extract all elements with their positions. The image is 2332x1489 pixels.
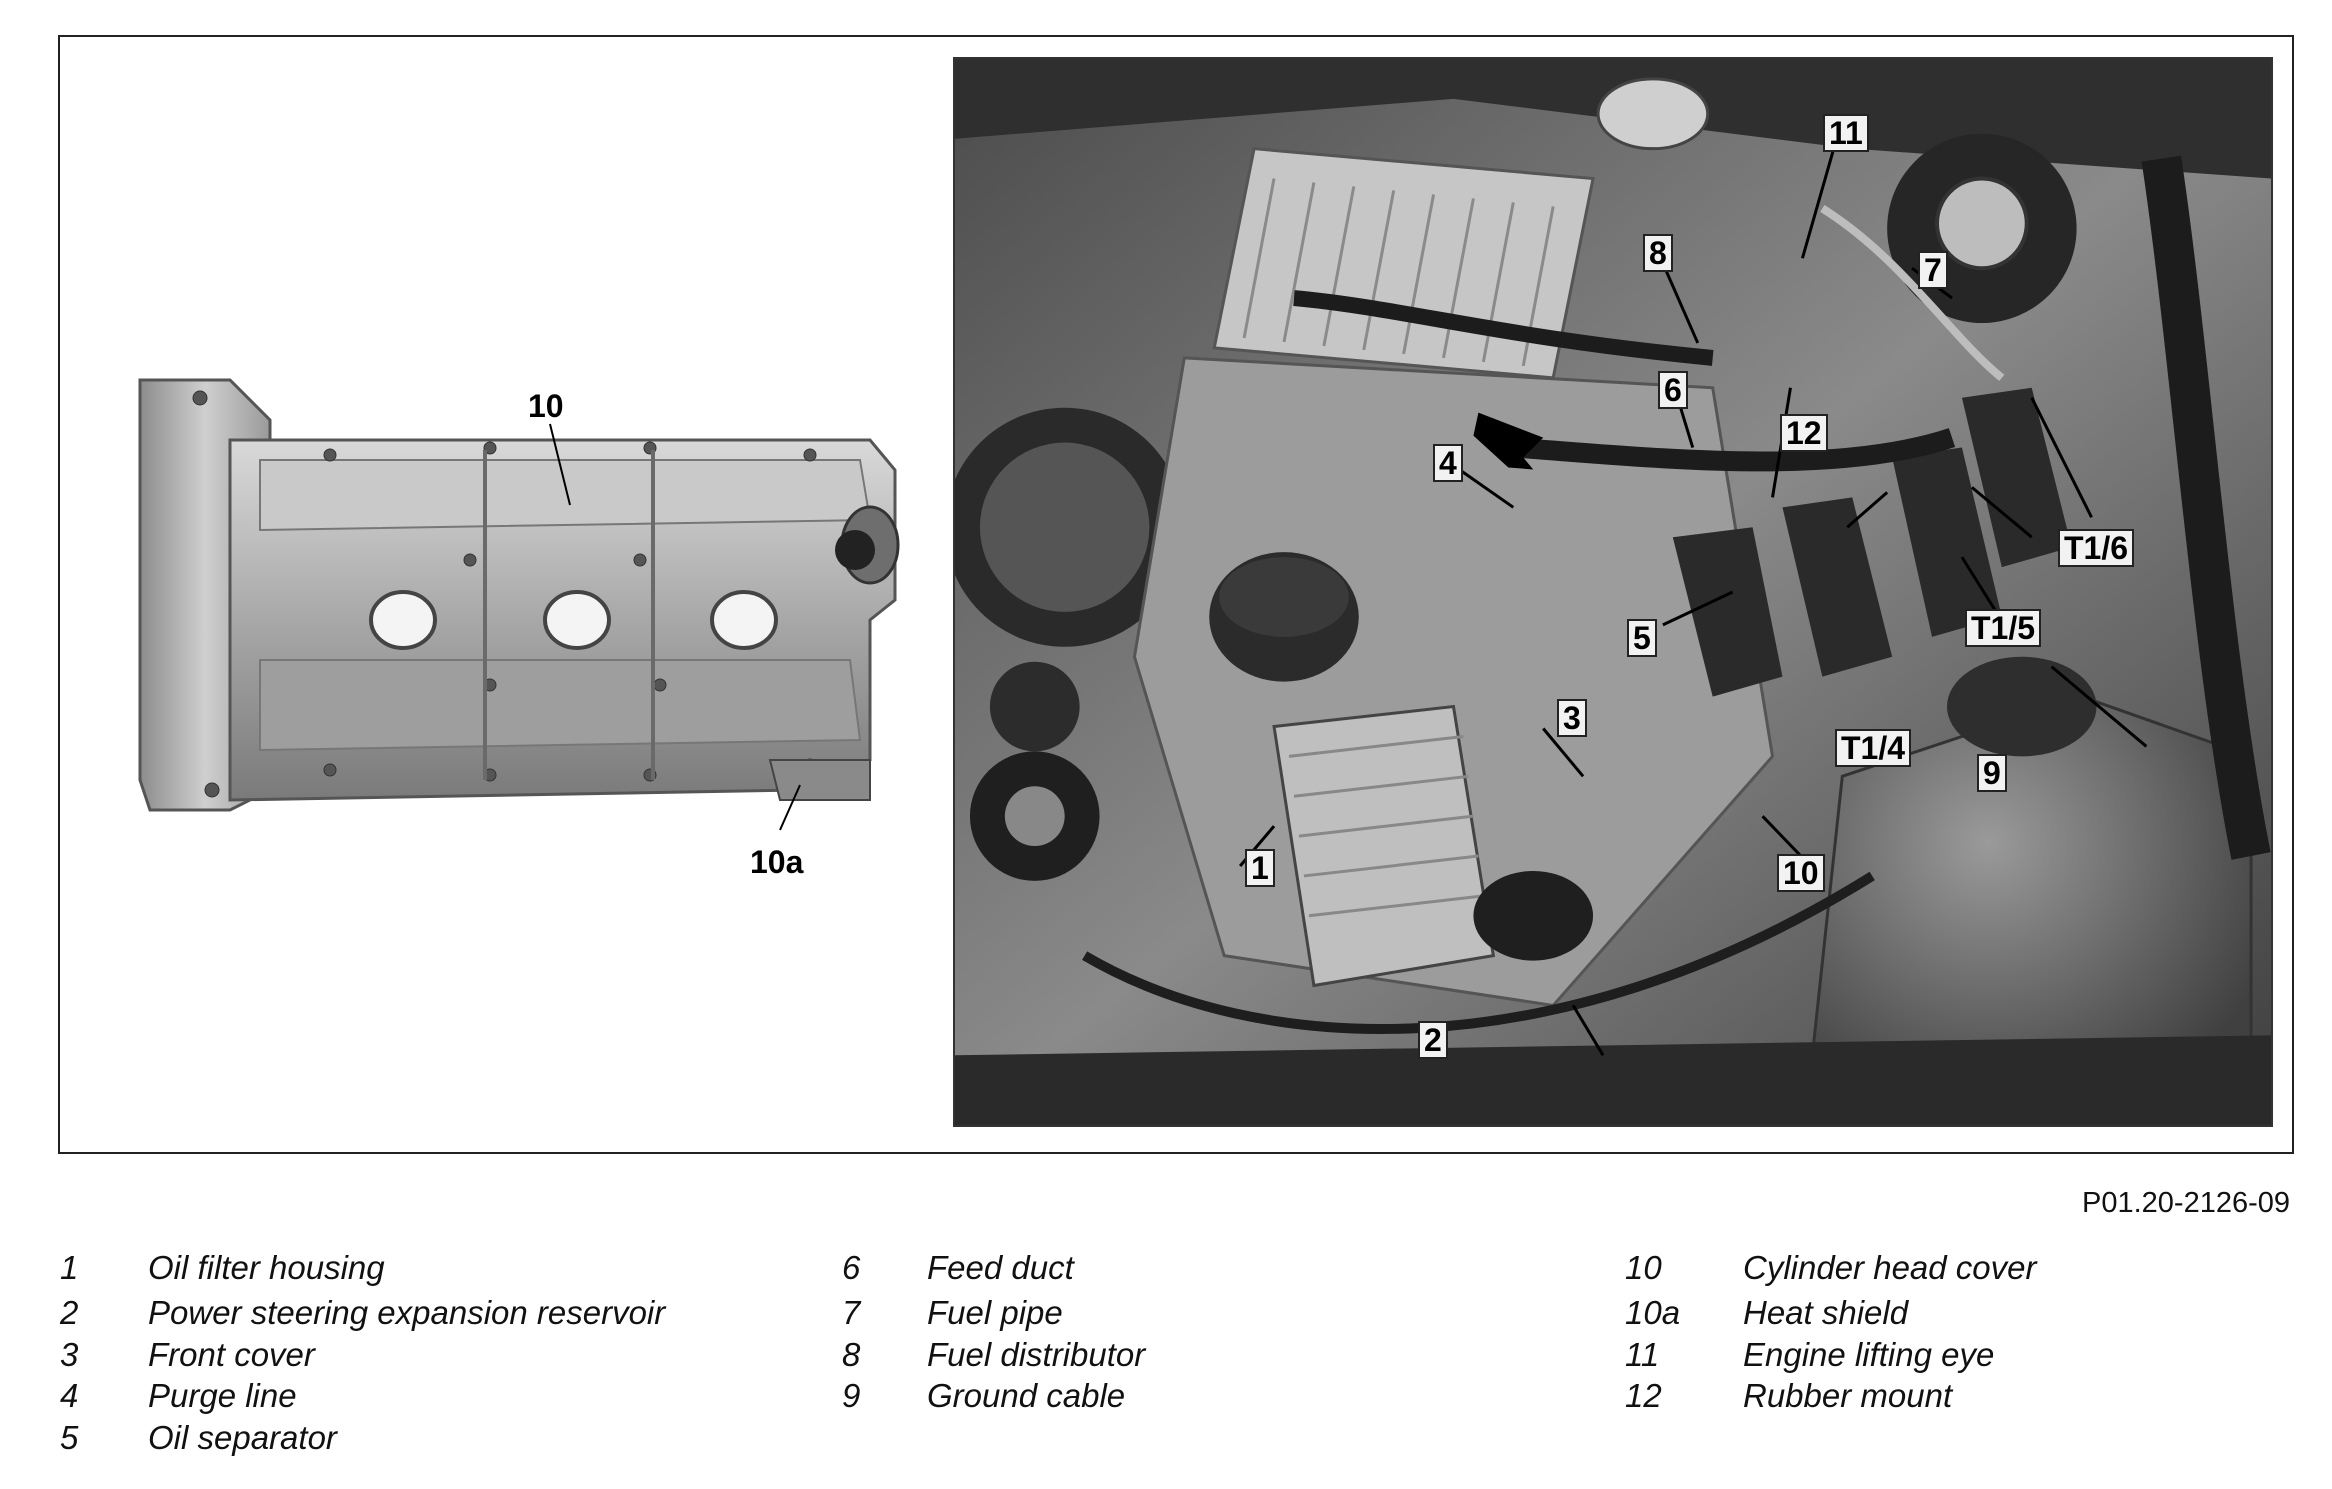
legend-number: 4	[60, 1377, 79, 1414]
legend-text: Cylinder head cover	[1743, 1249, 2037, 1286]
legend-text: Purge line	[148, 1377, 297, 1414]
legend-text: Power steering expansion reservoir	[148, 1294, 666, 1331]
legend-number: 12	[1625, 1377, 1662, 1414]
legend-number: 2	[60, 1294, 79, 1331]
figure-reference-code: P01.20-2126-09	[2082, 1187, 2290, 1219]
legend-text: Feed duct	[927, 1249, 1074, 1286]
legend-number: 7	[842, 1294, 861, 1331]
legend-text: Ground cable	[927, 1377, 1126, 1414]
legend-number: 9	[842, 1377, 861, 1414]
callout-7: 7	[1918, 251, 1948, 289]
legend-text: Rubber mount	[1743, 1377, 1953, 1414]
callout-4: 4	[1433, 444, 1463, 482]
cover-label-10: 10	[528, 388, 564, 424]
callout-t1-4: T1/4	[1835, 729, 1912, 767]
legend-number: 1	[60, 1249, 79, 1286]
callout-11: 11	[1823, 114, 1869, 152]
cylinder-head-cover-drawing	[138, 378, 900, 831]
engine-bay-drawing	[955, 59, 2271, 1125]
legend-number: 8	[842, 1336, 861, 1373]
legend-text: Fuel distributor	[927, 1336, 1146, 1373]
legend-text: Fuel pipe	[927, 1294, 1063, 1331]
callout-10: 10	[1777, 854, 1825, 892]
legend-text: Front cover	[148, 1336, 315, 1373]
callout-3: 3	[1557, 699, 1587, 737]
legend-text: Oil separator	[148, 1419, 337, 1456]
legend-number: 5	[60, 1419, 79, 1456]
callout-1: 1	[1245, 849, 1275, 887]
callout-8: 8	[1643, 234, 1673, 272]
cover-label-10a: 10a	[750, 844, 804, 880]
callout-5: 5	[1627, 619, 1657, 657]
legend-number: 10a	[1625, 1294, 1681, 1331]
callout-12: 12	[1780, 414, 1828, 452]
callout-9: 9	[1977, 754, 2007, 792]
legend: 1 Oil filter housing 2 Power steering ex…	[0, 1248, 2332, 1478]
callout-6: 6	[1658, 371, 1688, 409]
callout-t1-6: T1/6	[2058, 529, 2135, 567]
legend-number: 3	[60, 1336, 79, 1373]
legend-text: Heat shield	[1743, 1294, 1909, 1331]
legend-text: Engine lifting eye	[1743, 1336, 1995, 1373]
legend-text: Oil filter housing	[148, 1249, 385, 1286]
legend-number: 10	[1625, 1249, 1662, 1286]
legend-number: 6	[842, 1249, 861, 1286]
engine-bay-photo: 11 8 7 6 12 4 T1/6 T1/5 5 3 T1/4 9 1 10 …	[953, 57, 2273, 1127]
legend-number: 11	[1625, 1336, 1660, 1373]
callout-2: 2	[1418, 1021, 1448, 1059]
cylinder-head-cover-illustration	[80, 320, 940, 880]
callout-t1-5: T1/5	[1965, 609, 2042, 647]
